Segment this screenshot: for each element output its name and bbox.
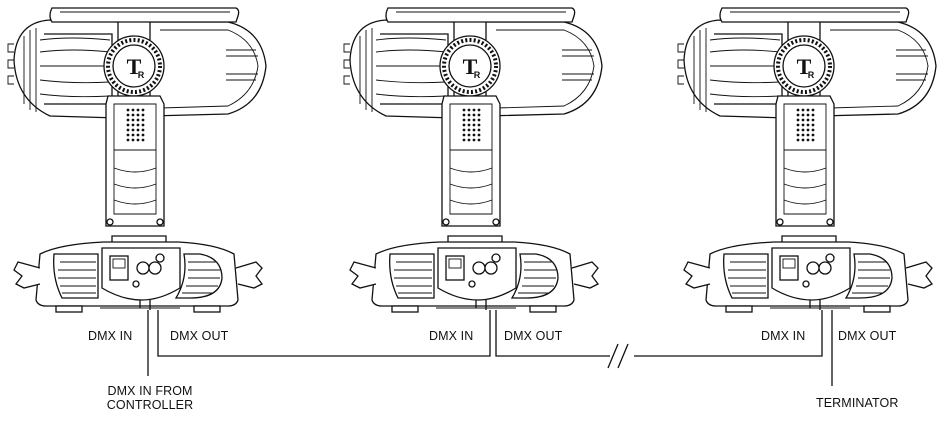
fixture-3-dmx-in-label: DMX IN: [761, 329, 806, 343]
fixture-1-dmx-in-label: DMX IN: [88, 329, 133, 343]
controller-source-line2: CONTROLLER: [106, 398, 194, 412]
fixture-2: [342, 6, 604, 314]
fixture-2-dmx-in-label: DMX IN: [429, 329, 474, 343]
terminator-label: TERMINATOR: [816, 396, 899, 410]
controller-source-label: DMX IN FROM CONTROLLER: [95, 384, 205, 412]
fixture-1: [6, 6, 268, 314]
cable-break-symbol: [607, 343, 629, 369]
fixture-3: [676, 6, 938, 314]
fixture-2-dmx-out-label: DMX OUT: [504, 329, 563, 343]
controller-source-line1: DMX IN FROM: [107, 384, 193, 398]
fixture-1-dmx-out-label: DMX OUT: [170, 329, 229, 343]
fixture-3-dmx-out-label: DMX OUT: [838, 329, 897, 343]
dmx-cabling: [147, 310, 833, 386]
